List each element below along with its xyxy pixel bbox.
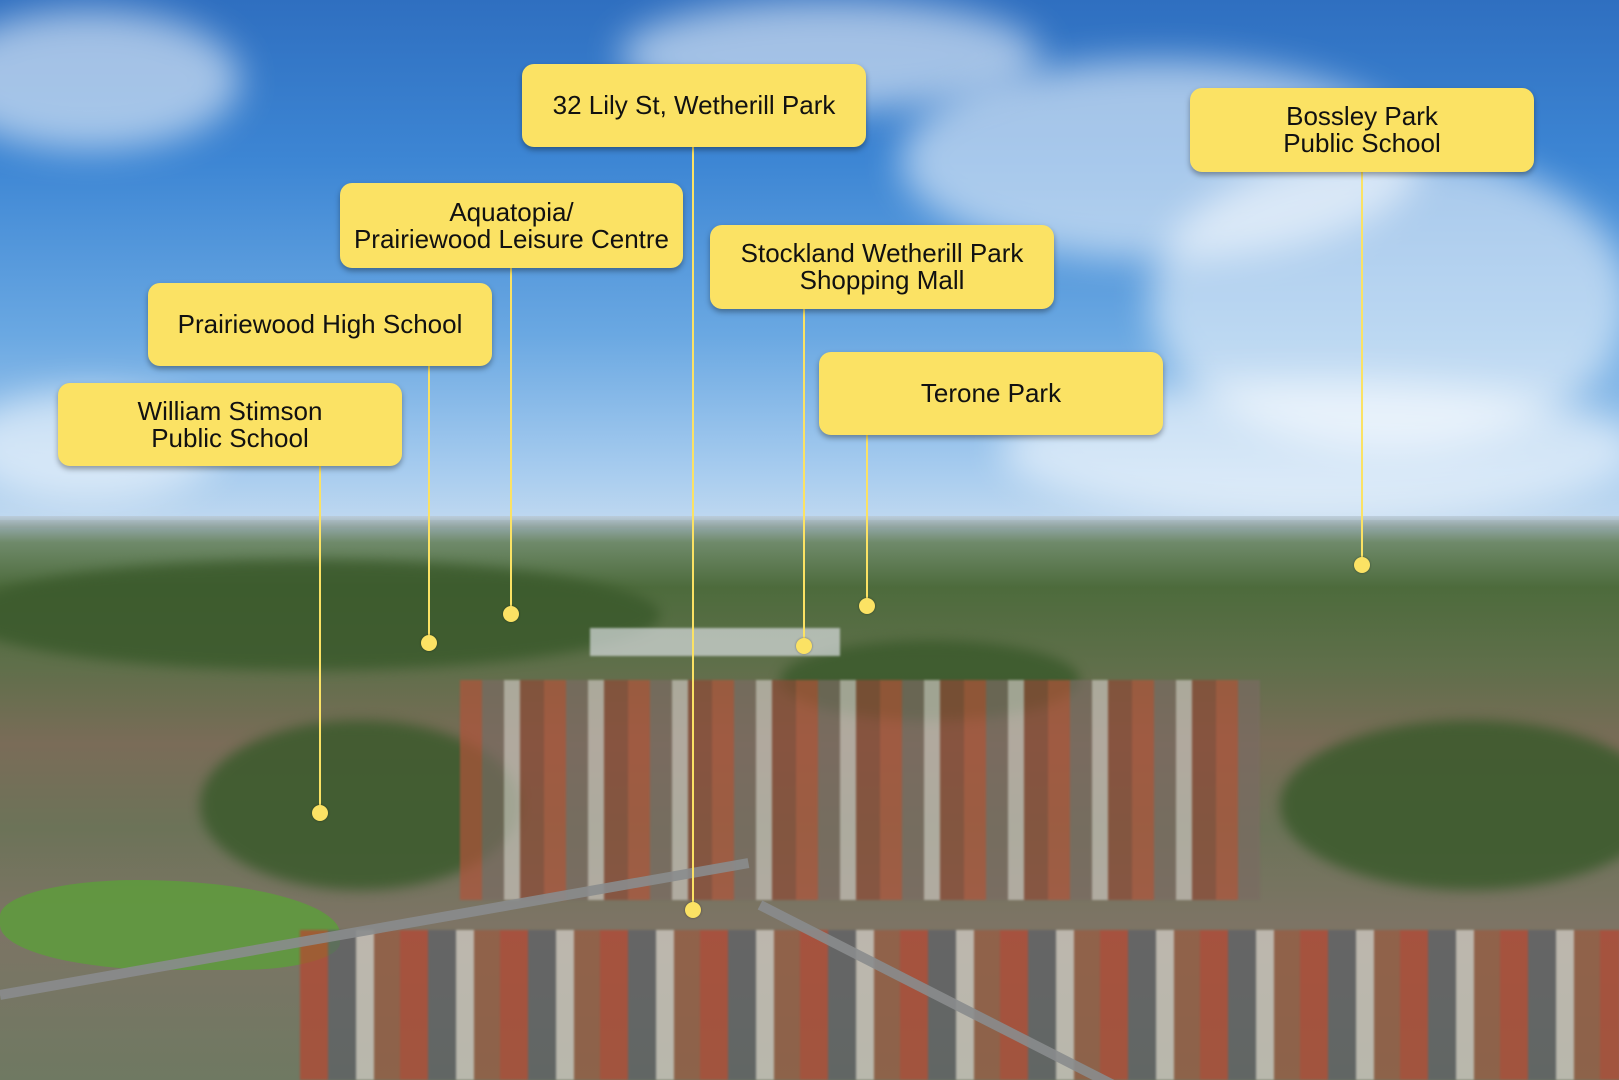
aquatopia-marker <box>503 606 519 622</box>
stockland-line <box>803 309 805 645</box>
label-text-line1: Stockland Wetherill Park <box>740 238 1024 268</box>
lily-st-line <box>692 147 694 907</box>
william-marker <box>312 805 328 821</box>
terone-marker <box>859 598 875 614</box>
william-line <box>319 466 321 811</box>
aquatopia-line <box>510 268 512 613</box>
bossley-line <box>1361 172 1363 564</box>
label-text-line2: Public School <box>1283 128 1441 158</box>
label-william-stimson: William Stimson Public School <box>58 383 402 466</box>
label-bossley-park-public-school: Bossley Park Public School <box>1190 88 1534 172</box>
label-text-line2: Public School <box>151 422 309 453</box>
horizon <box>0 516 1619 528</box>
label-text-line1: Bossley Park <box>1286 101 1438 131</box>
prairiewood-high-line <box>428 366 430 642</box>
label-text-line1: William Stimson <box>137 395 323 426</box>
label-text: Terone Park <box>920 378 1062 408</box>
label-aquatopia: Aquatopia/ Prairiewood Leisure Centre <box>340 183 683 268</box>
label-lily-st: 32 Lily St, Wetherill Park <box>522 64 866 147</box>
label-text-line2: Shopping Mall <box>799 265 965 295</box>
terone-line <box>866 435 868 605</box>
bossley-marker <box>1354 557 1370 573</box>
label-terone-park: Terone Park <box>819 352 1163 435</box>
label-prairiewood-high-school: Prairiewood High School <box>148 283 492 366</box>
label-stockland: Stockland Wetherill Park Shopping Mall <box>710 225 1054 309</box>
label-text: Prairiewood High School <box>177 309 463 339</box>
label-text-line1: Aquatopia/ <box>449 196 574 227</box>
cloud <box>0 10 240 150</box>
label-text: 32 Lily St, Wetherill Park <box>552 90 836 120</box>
tree-band <box>1280 720 1619 890</box>
prairiewood-high-marker <box>421 635 437 651</box>
tree-band <box>0 560 660 670</box>
stockland-marker <box>796 638 812 654</box>
lily-st-marker <box>685 902 701 918</box>
label-text-line2: Prairiewood Leisure Centre <box>353 223 670 254</box>
house-roofs <box>460 680 1260 900</box>
